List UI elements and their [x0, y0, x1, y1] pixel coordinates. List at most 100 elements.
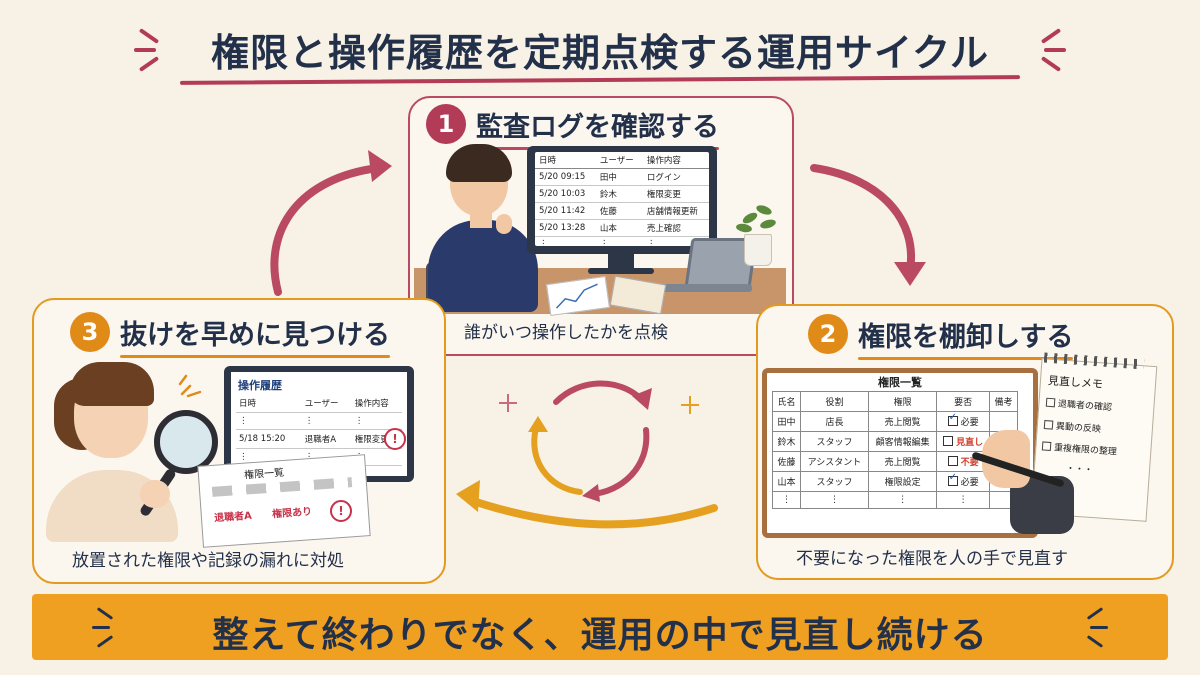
- hist-cell: ⋮: [236, 412, 302, 430]
- step-3-number: 3: [70, 312, 110, 352]
- banner-accent-mark: [92, 626, 110, 629]
- hist-header-action: 操作内容: [351, 394, 402, 413]
- banner-accent-mark: [1090, 626, 1108, 629]
- log-cell: 田中: [595, 168, 643, 186]
- perm-cell: 店長: [800, 411, 869, 432]
- step-1-caption: 誰がいつ操作したかを点検: [464, 323, 668, 343]
- history-table: 日時 ユーザー 操作内容 ⋮ ⋮ ⋮ 5/18 15:20 退職者A 権限変更 …: [236, 394, 402, 466]
- log-cell: ⋮: [535, 236, 596, 246]
- perm-need-text: 不要: [960, 458, 979, 468]
- hist-cell: ⋮: [351, 412, 402, 430]
- log-cell: 5/20 13:28: [535, 219, 596, 237]
- step-1-number: 1: [426, 104, 466, 144]
- arrowhead: [632, 388, 652, 410]
- checkbox-empty-icon: [1041, 441, 1052, 452]
- permission-sheet-retiree: 退職者A: [213, 510, 253, 525]
- log-cell: 5/20 11:42: [535, 202, 596, 220]
- history-title: 操作履歴: [238, 379, 282, 392]
- magnifying-glass-icon: [154, 410, 218, 474]
- perm-need-cell: 必要: [936, 411, 990, 432]
- table-row: 5/20 10:03 鈴木 権限変更: [535, 185, 709, 203]
- log-header-user: ユーザー: [595, 152, 643, 169]
- arrowhead: [582, 484, 600, 502]
- woman-figure-hair: [70, 362, 154, 406]
- arrowhead: [894, 262, 926, 286]
- alert-icon: !: [384, 428, 406, 450]
- page-title: 権限と操作履歴を定期点検する運用サイクル: [210, 31, 990, 75]
- title-accent-mark: [1044, 48, 1066, 52]
- man-figure-body: [428, 220, 538, 312]
- perm-header-note: 備考: [988, 391, 1019, 412]
- surprise-lines-icon: [178, 374, 202, 398]
- checkbox-empty-icon: [1043, 420, 1054, 430]
- log-cell: 鈴木: [595, 185, 643, 203]
- perm-cell: 顧客情報編集: [867, 431, 938, 452]
- hist-cell: 5/18 15:20: [236, 429, 302, 449]
- step-3-header: 3 抜けを早めに見つける: [70, 312, 390, 358]
- sparkle-icon: [499, 394, 517, 412]
- log-cell: 売上確認: [642, 219, 709, 237]
- log-cell: 店舗情報更新: [642, 202, 709, 220]
- perm-cell: 田中: [771, 411, 802, 432]
- checkbox-empty-icon: [943, 436, 954, 446]
- alert-icon: !: [330, 500, 352, 522]
- arrowhead: [528, 416, 548, 432]
- step-2-number: 2: [808, 314, 848, 354]
- permission-board-title: 権限一覧: [878, 376, 922, 389]
- arrow-1-to-2: [810, 164, 916, 274]
- man-figure-hair: [446, 144, 512, 182]
- step-3-title: 抜けを早めに見つける: [120, 319, 390, 351]
- arrow-2-to-3: [466, 496, 718, 529]
- monitor-base: [588, 268, 654, 274]
- table-row: 5/18 15:20 退職者A 権限変更: [236, 429, 402, 449]
- audit-log-table: 日時 ユーザー 操作内容 5/20 09:15 田中 ログイン 5/20 10:…: [535, 152, 709, 246]
- table-row: 5/20 09:15 田中 ログイン: [535, 168, 709, 186]
- table-row: 5/20 11:42 佐藤 店舗情報更新: [535, 202, 709, 220]
- log-cell: 山本: [595, 219, 643, 237]
- step-1-header: 1 監査ログを確認する: [426, 104, 719, 150]
- arrowhead: [456, 480, 480, 512]
- table-row: 田中 店長 売上閲覧 必要: [771, 411, 1019, 432]
- chart-document-icon: [546, 275, 610, 317]
- step-3-caption: 放置された権限や記録の漏れに対処: [72, 551, 344, 571]
- checkbox-checked-icon: [947, 412, 958, 426]
- center-cycle-arc: [589, 427, 650, 497]
- perm-header-permission: 権限: [867, 391, 938, 412]
- log-cell: ⋮: [642, 236, 709, 246]
- woman-figure-hand: [140, 480, 170, 508]
- perm-cell: ⋮: [800, 491, 869, 509]
- step-2-title-underline: [858, 356, 1074, 360]
- checkbox-checked-icon: [947, 472, 958, 486]
- hist-header-user: ユーザー: [301, 394, 352, 413]
- log-cell: 佐藤: [595, 202, 643, 220]
- step-3-title-underline: [120, 354, 390, 358]
- perm-header-need: 要否: [936, 391, 990, 412]
- step-2-title: 権限を棚卸しする: [858, 321, 1074, 353]
- table-row: ⋮ ⋮ ⋮ ⋮: [771, 491, 1019, 509]
- summary-banner-text: 整えて終わりでなく、運用の中で見直し続ける: [212, 615, 988, 656]
- laptop-base: [660, 284, 752, 292]
- memo-item: ・・・: [1065, 464, 1094, 476]
- perm-need-cell: 必要: [936, 471, 990, 492]
- step-2-caption: 不要になった権限を人の手で見直す: [796, 549, 1068, 569]
- sparkle-icon: [681, 396, 699, 414]
- perm-cell: [988, 411, 1019, 432]
- perm-cell: ⋮: [936, 491, 990, 509]
- table-row: 5/20 13:28 山本 売上確認: [535, 219, 709, 237]
- table-row: ⋮ ⋮ ⋮: [535, 236, 709, 246]
- hist-header-datetime: 日時: [236, 394, 302, 413]
- perm-need-text: 必要: [960, 418, 979, 428]
- log-cell: ⋮: [595, 236, 643, 246]
- perm-cell: ⋮: [867, 491, 938, 509]
- center-cycle-arc: [553, 380, 643, 405]
- monitor-stand: [608, 254, 634, 270]
- man-figure-hand: [496, 214, 512, 234]
- arrowhead: [368, 150, 392, 182]
- title-accent-mark: [134, 48, 156, 52]
- chart-lines-icon: [555, 283, 598, 309]
- perm-need-text: 必要: [960, 478, 979, 488]
- step-1-title: 監査ログを確認する: [476, 111, 719, 143]
- perm-cell: スタッフ: [800, 471, 869, 492]
- center-cycle-arc: [531, 425, 583, 495]
- permission-sheet-status: 権限あり: [271, 506, 313, 521]
